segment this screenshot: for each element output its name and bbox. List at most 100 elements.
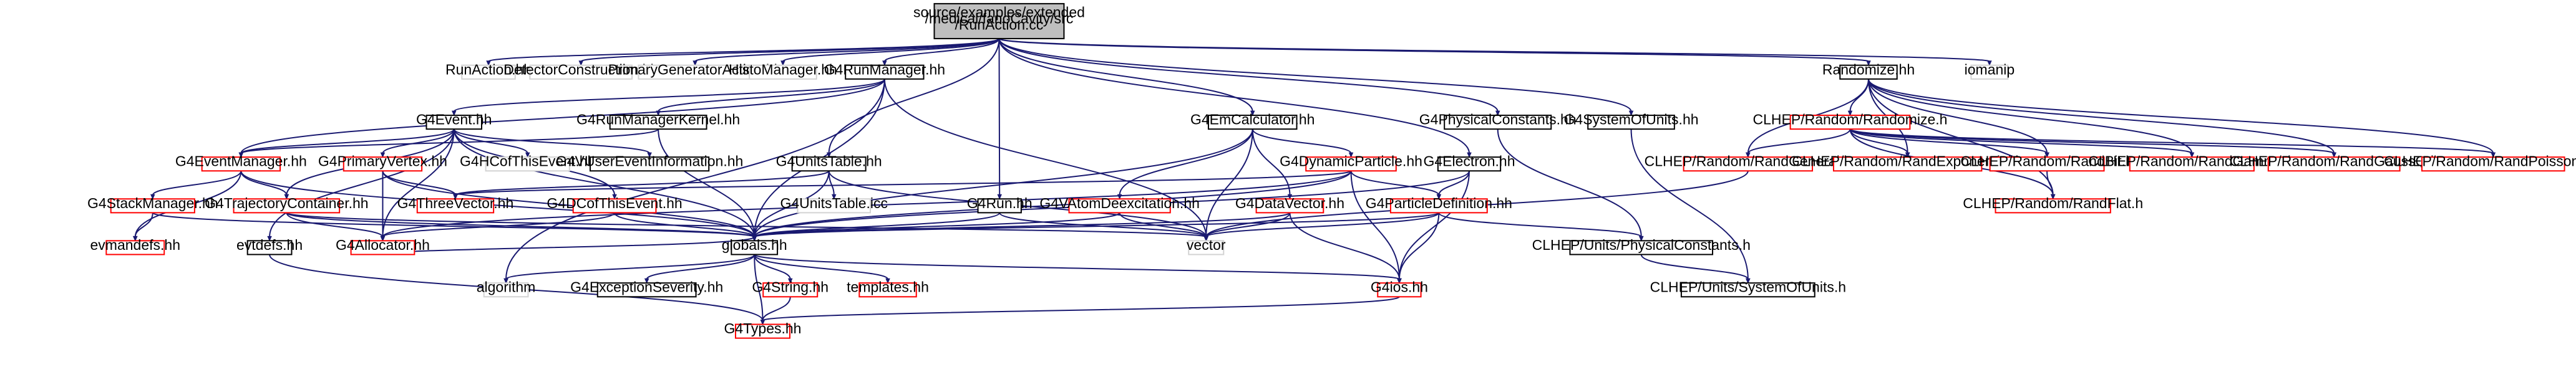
node-clhep_randpoissonq_h[interactable]: CLHEP/Random/RandPoissonQ.h xyxy=(2384,153,2576,172)
edge-clhep_randbit_h-to-clhep_randflat_h xyxy=(2046,171,2056,200)
node-box xyxy=(933,2,1065,39)
node-label: HistoManager.hh xyxy=(729,61,837,77)
node-label: Randomize.hh xyxy=(1822,61,1915,77)
node-g4dcofthisevent_hh[interactable]: G4DCofThisEvent.hh xyxy=(547,195,683,214)
node-box xyxy=(1587,115,1675,130)
node-g4rmkernel_hh[interactable]: G4RunManagerKernel.hh xyxy=(576,112,740,130)
node-g4string_hh[interactable]: G4String.hh xyxy=(752,279,829,298)
node-label: G4Run.hh xyxy=(967,195,1033,211)
node-clhep_randgaussq_h[interactable]: CLHEP/Random/RandGaussQ.h xyxy=(2230,153,2439,172)
node-g4primvertex_hh[interactable]: G4PrimaryVertex.hh xyxy=(318,153,447,172)
node-g4types_hh[interactable]: G4Types.hh xyxy=(724,320,801,339)
node-g4eventmanager_hh[interactable]: G4EventManager.hh xyxy=(175,153,307,172)
node-g4threevector_hh[interactable]: G4ThreeVector.hh xyxy=(397,195,514,214)
node-clhep_randbit_h[interactable]: CLHEP/Random/RandBit.h xyxy=(1960,153,2134,172)
edge-g4primvertex_hh-to-g4allocator_hh xyxy=(380,171,386,242)
node-label: G4Allocator.hh xyxy=(336,237,430,253)
node-g4stackmanager_hh[interactable]: G4StackManager.hh xyxy=(87,195,218,214)
node-clhep_randexp_h[interactable]: CLHEP/Random/RandExponential.h xyxy=(1792,153,2023,172)
node-label: CLHEP/Units/PhysicalConstants.h xyxy=(1532,237,1751,253)
edge-globals_hh-to-templates_hh xyxy=(754,254,890,284)
node-clhep_physconst_h[interactable]: CLHEP/Units/PhysicalConstants.h xyxy=(1532,237,1751,255)
node-label: CLHEP/Units/SystemOfUnits.h xyxy=(1650,279,1846,295)
node-box xyxy=(1683,156,1814,172)
node-box xyxy=(596,282,697,298)
node-box xyxy=(1305,156,1397,172)
node-box xyxy=(1995,198,2111,214)
node-label: vector xyxy=(1187,237,1226,253)
node-g4partdef_hh[interactable]: G4ParticleDefinition.hh xyxy=(1366,195,1512,214)
node-box xyxy=(1437,156,1502,172)
edge-g4event_hh-to-g4hcofthisevent_hh xyxy=(453,128,530,158)
node-g4allocator_hh[interactable]: G4Allocator.hh xyxy=(336,237,430,255)
node-box xyxy=(105,240,165,255)
node-g4unitstable_hh[interactable]: G4UnitsTable.hh xyxy=(776,153,882,172)
node-g4vatomdeexc_hh[interactable]: G4VAtomDeexcitation.hh xyxy=(1039,195,1200,214)
edge-root-to-iomanip xyxy=(998,37,1992,66)
edge-root-to-histo_hh xyxy=(780,37,1000,66)
edge-root-to-primgen_hh xyxy=(693,37,1000,66)
node-g4dynparticle_hh[interactable]: G4DynamicParticle.hh xyxy=(1280,153,1422,172)
edge-g4partdef_hh-to-vector xyxy=(1203,212,1440,242)
node-box xyxy=(1207,115,1298,130)
node-box xyxy=(589,156,710,172)
node-box xyxy=(1832,156,1983,172)
edge-g4physconst_hh-to-clhep_physconst_h xyxy=(1497,129,1644,242)
node-g4emcalc_hh[interactable]: G4EmCalculator.hh xyxy=(1190,112,1315,130)
node-box xyxy=(734,323,790,339)
edge-g4partdef_hh-to-globals_hh xyxy=(752,212,1440,242)
node-label: iomanip xyxy=(1965,61,2015,77)
node-label: G4PhysicalConstants.hh xyxy=(1419,112,1577,128)
node-label: evmandefs.hh xyxy=(90,237,180,253)
node-label: evtdefs.hh xyxy=(236,237,303,253)
edge-g4runmanager_hh-to-g4event_hh xyxy=(451,78,885,117)
node-label: G4Event.hh xyxy=(416,112,492,128)
node-clhep_randgeneral_h[interactable]: CLHEP/Random/RandGeneral.h xyxy=(1645,153,1852,172)
node-clhep_randomize_h[interactable]: CLHEP/Random/Randomize.h xyxy=(1753,112,1948,130)
edge-clhep_randomize_h-to-clhep_randpoissonq_h xyxy=(1849,128,2496,158)
node-g4electron_hh[interactable]: G4Electron.hh xyxy=(1423,153,1515,172)
edge-g4emcalc_hh-to-g4vatomdeexc_hh xyxy=(1117,129,1253,200)
node-g4runmanager_hh[interactable]: G4RunManager.hh xyxy=(824,61,945,80)
node-clhep_randflat_h[interactable]: CLHEP/Random/RandFlat.h xyxy=(1963,195,2143,214)
node-globals_hh[interactable]: globals.hh xyxy=(722,237,787,255)
node-g4event_hh[interactable]: G4Event.hh xyxy=(416,112,492,130)
node-box xyxy=(416,198,495,214)
node-g4run_hh[interactable]: G4Run.hh xyxy=(967,195,1033,214)
node-box xyxy=(1068,198,1171,214)
node-g4dataVector_hh[interactable]: G4DataVector.hh xyxy=(1235,195,1344,214)
node-randomize_hh[interactable]: Randomize.hh xyxy=(1822,61,1915,80)
node-label: DetectorConstruction.hh xyxy=(503,61,658,77)
node-box xyxy=(572,198,657,214)
node-box xyxy=(483,282,529,298)
node-g4ios_hh[interactable]: G4ios.hh xyxy=(1371,279,1428,298)
node-label: /RunAction.cc xyxy=(955,16,1044,32)
node-templates_hh[interactable]: templates.hh xyxy=(847,279,929,298)
edge-clhep_randomize_h-to-clhep_randgamma_h xyxy=(1849,128,2195,158)
node-g4userevinfo_hh[interactable]: G4VUserEventInformation.hh xyxy=(556,153,743,172)
node-label: G4Electron.hh xyxy=(1423,153,1515,169)
node-label: G4VUserEventInformation.hh xyxy=(556,153,743,169)
node-label: G4ThreeVector.hh xyxy=(397,195,514,211)
edge-root-to-g4sysunits_hh xyxy=(998,38,1634,117)
node-label: CLHEP/Random/RandExponential.h xyxy=(1792,153,2023,169)
node-label: CLHEP/Random/RandFlat.h xyxy=(1963,195,2143,211)
node-box xyxy=(2421,156,2565,172)
node-box xyxy=(1970,64,2009,80)
edge-g4allocator_hh-to-globals_hh xyxy=(382,236,757,255)
node-clhep_sysunits_h[interactable]: CLHEP/Units/SystemOfUnits.h xyxy=(1650,279,1846,298)
node-layer: source/examples/extended/medical/fanoCav… xyxy=(87,2,2576,339)
node-g4trajcontainer_hh[interactable]: G4TrajectoryContainer.hh xyxy=(205,195,369,214)
node-g4exceptionsev_hh[interactable]: G4ExceptionSeverity.hh xyxy=(570,279,723,298)
node-evtdefs_hh[interactable]: evtdefs.hh xyxy=(236,237,303,255)
node-evmandefs_hh[interactable]: evmandefs.hh xyxy=(90,237,180,255)
edge-g4emcalc_hh-to-g4dynparticle_hh xyxy=(1252,128,1354,158)
edge-g4event_hh-to-g4primvertex_hh xyxy=(380,128,455,158)
node-g4sysunits_hh[interactable]: G4SystemOfUnits.hh xyxy=(1564,112,1699,130)
node-label: CLHEP/Random/RandPoissonQ.h xyxy=(2384,153,2576,169)
node-detcons_hh: DetectorConstruction.hh xyxy=(503,61,658,80)
node-label: G4StackManager.hh xyxy=(87,195,218,211)
node-clhep_randgamma_h[interactable]: CLHEP/Random/RandGamma.h xyxy=(2088,153,2296,172)
edge-g4dataVector_hh-to-g4ios_hh xyxy=(1289,212,1402,284)
node-g4physconst_hh[interactable]: G4PhysicalConstants.hh xyxy=(1419,112,1577,130)
